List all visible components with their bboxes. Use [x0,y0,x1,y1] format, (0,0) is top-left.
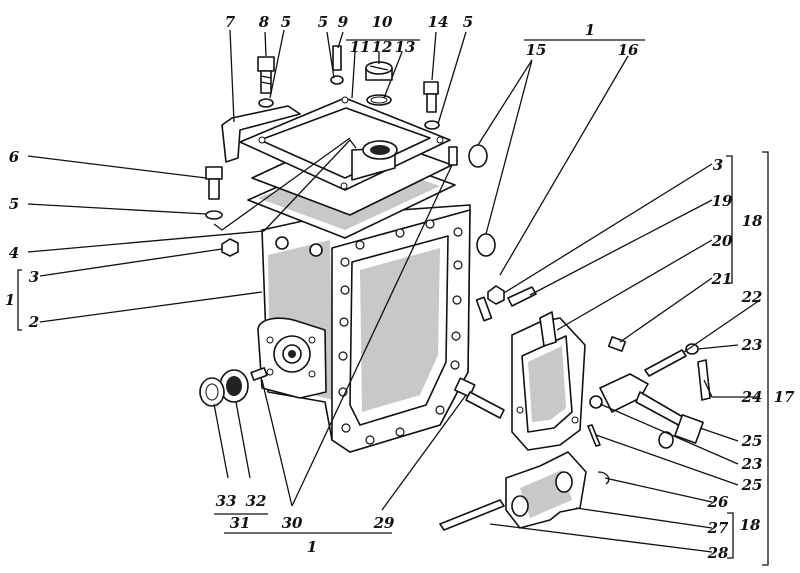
lever-part-25 [599,373,704,449]
filler-plug-part-13 [365,61,393,106]
callout-32: 32 [246,492,267,510]
callout-labels: 7 8 5 5 9 10 11 12 13 14 5 1 15 16 6 5 4… [5,13,795,562]
callout-27: 27 [707,519,729,537]
pin-part-21 [607,336,627,352]
callout-29: 29 [373,514,395,532]
callout-24: 24 [741,388,763,406]
callout-21: 21 [711,270,733,288]
callout-3b: 3 [713,156,723,174]
bolt-part-6 [205,166,223,220]
callout-14: 14 [428,13,449,31]
callout-18a: 18 [742,212,763,230]
nut-part-3 [221,238,239,257]
washer-part-23b [589,395,603,409]
callout-18b: 18 [740,516,761,534]
callout-12: 12 [372,38,393,56]
bearing-part-32 [219,369,249,403]
callout-16: 16 [618,41,639,59]
bolt-part-29 [453,377,505,419]
callout-13: 13 [395,38,416,56]
rod-part-28 [439,499,505,531]
callout-4: 4 [9,244,19,262]
top-cover [239,96,456,239]
o-ring-part-15 [468,144,488,168]
shift-cover-part-20 [511,311,586,451]
callout-33: 33 [216,492,237,510]
washer-part-5 [424,120,440,130]
callout-7: 7 [225,13,236,31]
callout-5a: 5 [281,13,291,31]
callout-6: 6 [9,148,20,166]
callout-28: 28 [707,544,729,562]
callout-3a: 3 [29,268,39,286]
stud-part-19 [507,286,537,307]
callout-25b: 25 [741,476,763,494]
callout-17: 17 [774,388,795,406]
dowel-pin-part-4 [448,146,458,166]
callout-30: 30 [282,514,303,532]
callout-5b: 5 [318,13,328,31]
o-ring-part-15b [476,233,496,257]
pin-part-22 [644,349,687,377]
callout-8: 8 [259,13,270,31]
bolt-part-8 [257,56,275,108]
callout-10: 10 [372,13,393,31]
callout-9: 9 [338,13,349,31]
pin-part-30 [250,367,268,381]
callout-1-top: 1 [585,21,595,39]
bracket-part-27 [505,451,587,529]
callout-1-left: 1 [5,291,15,309]
leader-lines [17,29,769,566]
callout-1-bottom: 1 [307,538,317,556]
callout-5d: 5 [9,195,19,213]
callout-22: 22 [741,288,763,306]
gearbox-housing [257,204,471,453]
bolt-part-14 [423,81,439,113]
callout-31: 31 [230,514,251,532]
callout-5c: 5 [463,13,473,31]
callout-11: 11 [350,38,371,56]
stud-part-9 [330,45,344,85]
callout-23b: 23 [741,455,763,473]
callout-19: 19 [712,192,733,210]
callout-25a: 25 [741,432,763,450]
nut-part-3-right [487,285,505,305]
seal-part-33 [199,377,225,407]
callout-15: 15 [526,41,547,59]
cotter-part-26 [597,471,610,485]
callout-2: 2 [28,313,39,331]
pin-part [475,296,493,322]
bracket-part [221,105,301,163]
callout-20: 20 [711,232,733,250]
callout-26: 26 [707,493,729,511]
callout-23a: 23 [741,336,763,354]
split-pin [587,424,601,447]
